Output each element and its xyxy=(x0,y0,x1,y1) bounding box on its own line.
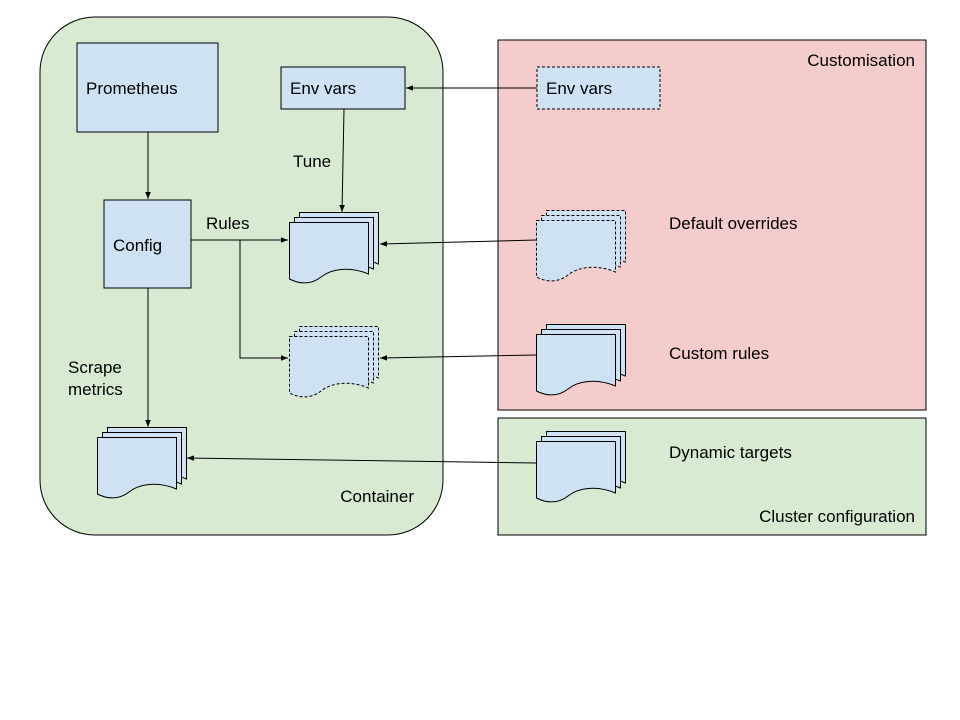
config-label: Config xyxy=(113,236,162,255)
env-vars-box xyxy=(280,66,406,110)
custom-rules-to-default-rules-arrow xyxy=(379,354,537,361)
dynamic-targets-label: Dynamic targets xyxy=(669,443,792,462)
scrape-label: Scrape xyxy=(68,358,122,377)
custom-rules-label: Custom rules xyxy=(669,344,769,363)
env-vars-label: Env vars xyxy=(290,79,356,98)
prometheus-box xyxy=(76,42,219,133)
metrics-label: metrics xyxy=(68,380,123,399)
rules-label: Rules xyxy=(206,214,249,233)
cluster-configuration-label: Cluster configuration xyxy=(759,507,915,526)
overrides-to-rules-arrow xyxy=(379,239,537,247)
container-region xyxy=(39,16,444,536)
custom-env-vars-label: Env vars xyxy=(546,79,612,98)
tune-label: Tune xyxy=(293,152,331,171)
customisation-label: Customisation xyxy=(807,51,915,70)
container-label: Container xyxy=(340,487,414,506)
prometheus-label: Prometheus xyxy=(86,79,178,98)
default-overrides-label: Default overrides xyxy=(669,214,798,233)
dynamic-to-targets-arrow xyxy=(186,455,537,464)
env-vars-tune-arrow xyxy=(339,108,345,213)
config-to-default-rules-connector xyxy=(239,240,288,361)
custom-env-vars-box xyxy=(536,66,661,110)
